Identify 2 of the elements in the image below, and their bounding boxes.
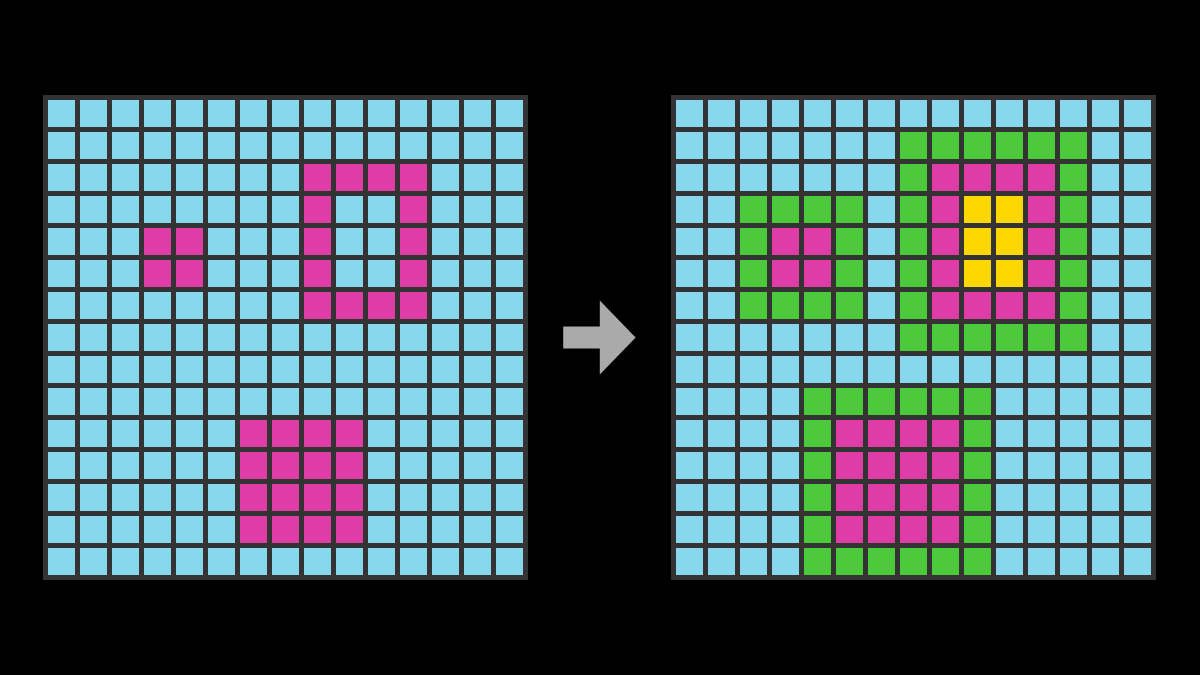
pixel-grid-drawing [43,95,528,580]
pixel-grid-drawing [671,95,1156,580]
